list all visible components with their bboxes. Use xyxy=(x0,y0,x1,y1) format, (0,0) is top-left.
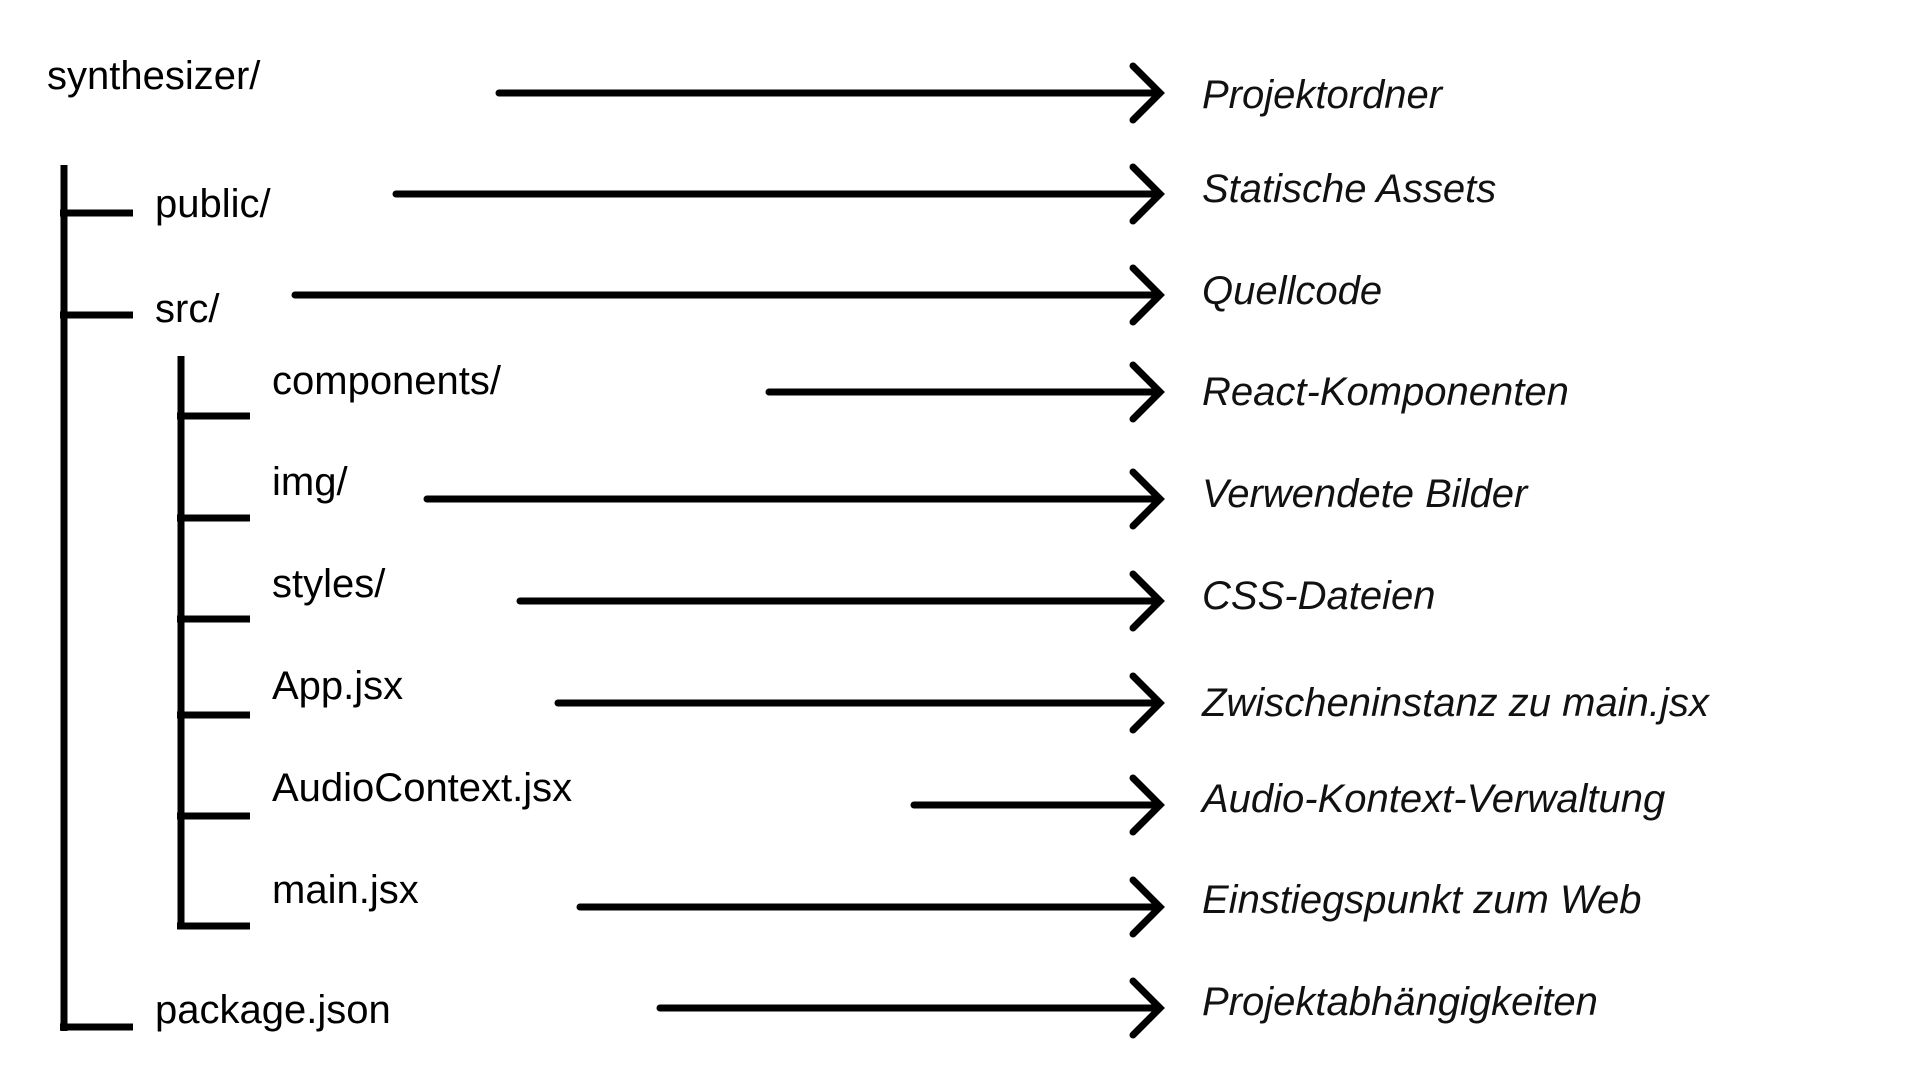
tree-connectors xyxy=(60,165,250,1031)
arrow-src xyxy=(291,264,1165,326)
description-src: Quellcode xyxy=(1202,269,1382,313)
node-labels: synthesizer/ public/ src/ components/ im… xyxy=(47,54,572,1032)
folder-label-public: public/ xyxy=(155,182,272,226)
descriptions: Projektordner Statische Assets Quellcode… xyxy=(1200,73,1711,1024)
description-components: React-Komponenten xyxy=(1202,370,1569,414)
folder-label-styles: styles/ xyxy=(272,562,386,606)
arrow-app-jsx xyxy=(554,672,1165,734)
description-public: Statische Assets xyxy=(1202,167,1496,211)
file-label-main-jsx: main.jsx xyxy=(272,868,419,912)
folder-label-img: img/ xyxy=(272,460,348,504)
arrow-components xyxy=(765,361,1165,423)
description-package-json: Projektabhängigkeiten xyxy=(1202,980,1598,1024)
description-audiocontext-jsx: Audio-Kontext-Verwaltung xyxy=(1200,777,1665,821)
description-img: Verwendete Bilder xyxy=(1202,472,1529,516)
arrow-synthesizer xyxy=(495,62,1165,124)
description-synthesizer: Projektordner xyxy=(1202,73,1444,117)
file-label-package-json: package.json xyxy=(155,988,391,1032)
description-main-jsx: Einstiegspunkt zum Web xyxy=(1202,878,1641,922)
folder-label-components: components/ xyxy=(272,359,502,403)
folder-label-synthesizer: synthesizer/ xyxy=(47,54,261,98)
arrow-package-json xyxy=(656,977,1165,1039)
arrow-audiocontext-jsx xyxy=(910,774,1165,836)
folder-label-src: src/ xyxy=(155,287,220,331)
description-styles: CSS-Dateien xyxy=(1202,574,1435,618)
arrow-public xyxy=(392,163,1165,225)
arrow-main-jsx xyxy=(576,876,1165,938)
arrow-styles xyxy=(516,570,1165,632)
description-app-jsx: Zwischeninstanz zu main.jsx xyxy=(1201,681,1711,725)
arrows xyxy=(291,62,1165,1039)
arrow-img xyxy=(423,468,1165,530)
file-label-app-jsx: App.jsx xyxy=(272,664,403,708)
file-label-audiocontext-jsx: AudioContext.jsx xyxy=(272,766,572,810)
